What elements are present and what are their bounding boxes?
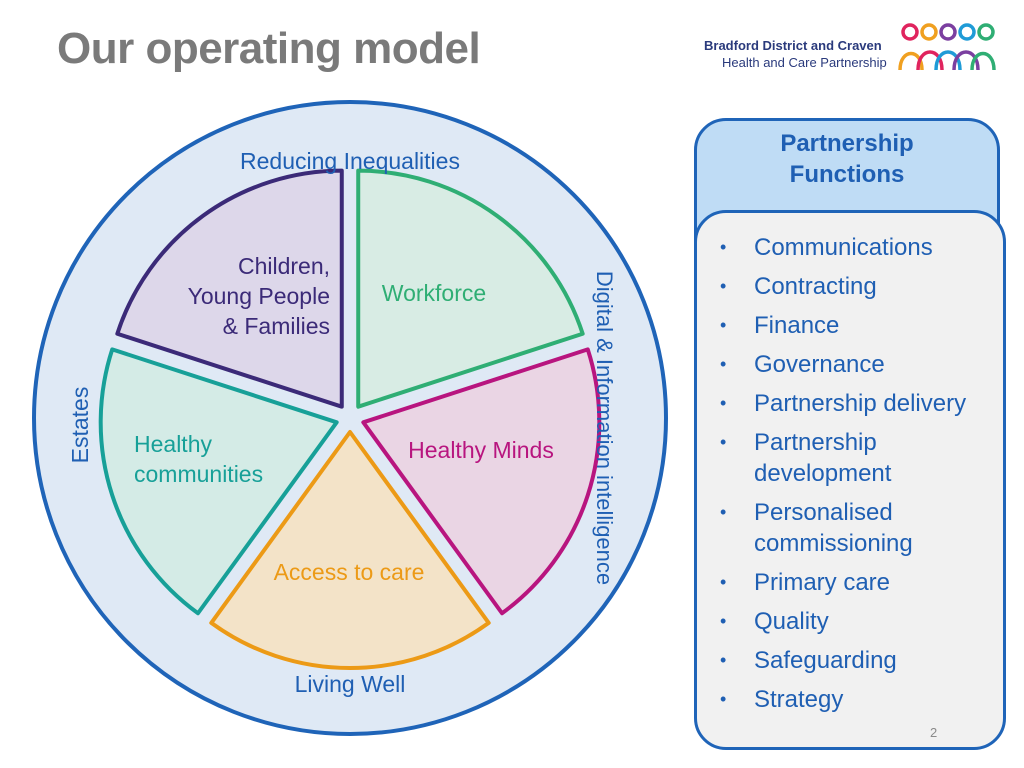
- segment-label-workforce: Workforce: [382, 280, 486, 306]
- label-digital-information-intelligence: Digital & Information intelligence: [592, 271, 617, 585]
- function-item: Finance: [716, 310, 996, 341]
- page-title: Our operating model: [57, 24, 481, 73]
- segment-healthy-minds: [361, 347, 602, 616]
- segment-label-healthy-minds: Healthy Minds: [408, 437, 554, 463]
- panel-title: Partnership Functions: [694, 128, 1000, 190]
- function-item: Quality: [716, 606, 996, 637]
- operating-model-diagram: Children,Young People& Families Workforce…: [32, 100, 668, 736]
- panel-title-line-1: Partnership: [780, 130, 914, 157]
- segment-children: [115, 168, 344, 409]
- people-logo-icon: [898, 23, 996, 71]
- function-item: Partnership development: [716, 427, 996, 489]
- segment-workforce: [356, 168, 585, 409]
- panel-title-line-2: Functions: [789, 161, 905, 188]
- function-item: Safeguarding: [716, 645, 996, 676]
- segment-label-children: Children,Young People& Families: [188, 253, 330, 339]
- function-item: Partnership delivery: [716, 388, 996, 419]
- function-item: Personalised commissioning: [716, 497, 996, 559]
- label-reducing-inequalities: Reducing Inequalities: [240, 148, 460, 174]
- function-item: Communications: [716, 232, 996, 263]
- page-number: 2: [930, 725, 938, 740]
- segment-label-access-to-care: Access to care: [274, 559, 425, 585]
- logo-line-1: Bradford District and Craven: [704, 38, 882, 53]
- label-estates: Estates: [67, 387, 93, 464]
- label-living-well: Living Well: [295, 671, 406, 697]
- function-item: Contracting: [716, 271, 996, 302]
- partnership-logo: Bradford District and Craven Health and …: [700, 20, 1000, 76]
- function-item: Primary care: [716, 567, 996, 598]
- function-item: Strategy: [716, 684, 996, 715]
- logo-line-2: Health and Care Partnership: [722, 55, 887, 70]
- segment-healthy-communities: [98, 347, 339, 616]
- function-item: Governance: [716, 349, 996, 380]
- segment-access-to-care: [209, 430, 491, 670]
- functions-list: Communications Contracting Finance Gover…: [716, 232, 996, 723]
